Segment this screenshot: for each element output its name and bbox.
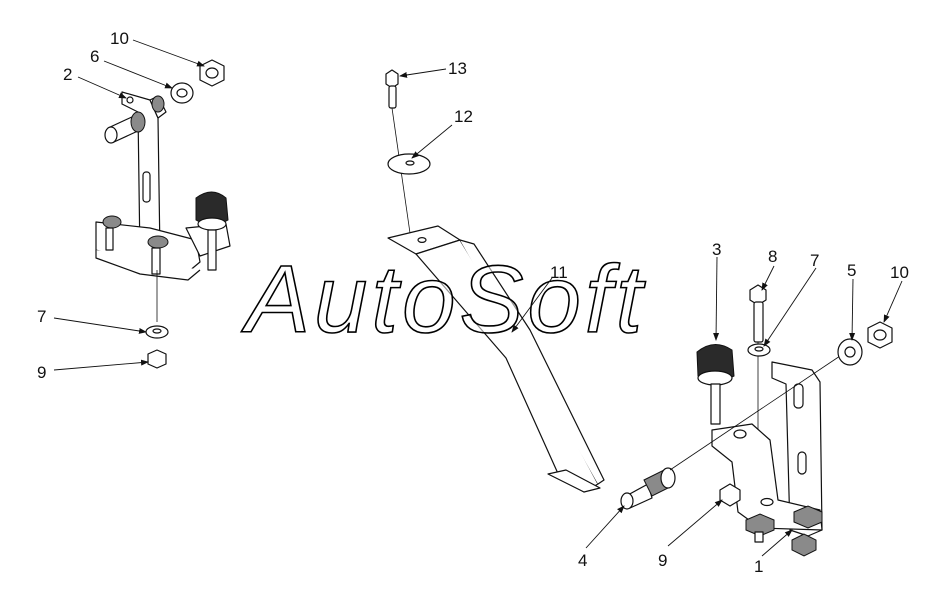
center-strap-assembly — [385, 69, 605, 493]
callout-2: 2 — [63, 65, 72, 84]
callout-5: 5 — [847, 261, 856, 280]
right-bracket-assembly — [620, 284, 893, 557]
leader-lines — [53, 39, 903, 557]
callout-1: 1 — [754, 557, 763, 576]
callout-9-right: 9 — [658, 551, 667, 570]
callout-13: 13 — [448, 59, 467, 78]
callout-4: 4 — [578, 551, 587, 570]
callout-8: 8 — [768, 247, 777, 266]
callout-10-right: 10 — [890, 263, 909, 282]
callout-7-left: 7 — [37, 307, 46, 326]
callout-7-right: 7 — [810, 251, 819, 270]
callout-9-left: 9 — [37, 363, 46, 382]
callout-11: 11 — [550, 263, 568, 282]
watermark-text: AutoSoft — [241, 246, 646, 353]
callout-12: 12 — [454, 107, 473, 126]
callout-6: 6 — [90, 47, 99, 66]
callout-3: 3 — [712, 240, 721, 259]
callouts: 10 6 2 7 9 13 12 11 3 8 7 5 10 4 9 1 — [37, 29, 909, 576]
callout-10-left: 10 — [110, 29, 129, 48]
left-bracket-assembly — [95, 59, 231, 369]
